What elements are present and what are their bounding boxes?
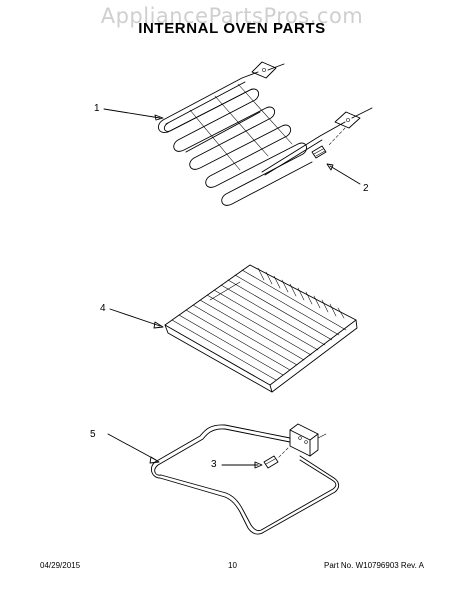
broil-element [157,61,373,206]
oven-rack [164,264,358,393]
leader-arrow-1 [154,114,164,121]
callout-1: 1 [94,103,100,114]
leader-arrow-3 [254,461,263,469]
leader-line-5 [107,433,157,461]
page-title: INTERNAL OVEN PARTS [138,20,326,37]
leader-arrow-5 [149,456,160,464]
footer-part-number: Part No. W10796903 Rev. A [324,561,424,570]
leader-arrow-4 [153,321,164,329]
screw-part-2 [311,145,327,159]
leader-line-2 [329,165,361,185]
callout-2: 2 [363,183,369,194]
watermark: AppliancePartsPros.com [100,4,364,28]
leader-line-4 [109,308,161,327]
bake-element [150,423,340,535]
screw-part-3 [263,455,279,469]
callout-3: 3 [211,459,217,470]
footer-date: 04/29/2015 [40,561,81,570]
footer-page-number: 10 [228,561,237,570]
leader-arrow-2 [326,163,334,171]
callout-4: 4 [100,303,106,314]
leader-line-1 [103,108,161,119]
callout-5: 5 [90,429,96,440]
